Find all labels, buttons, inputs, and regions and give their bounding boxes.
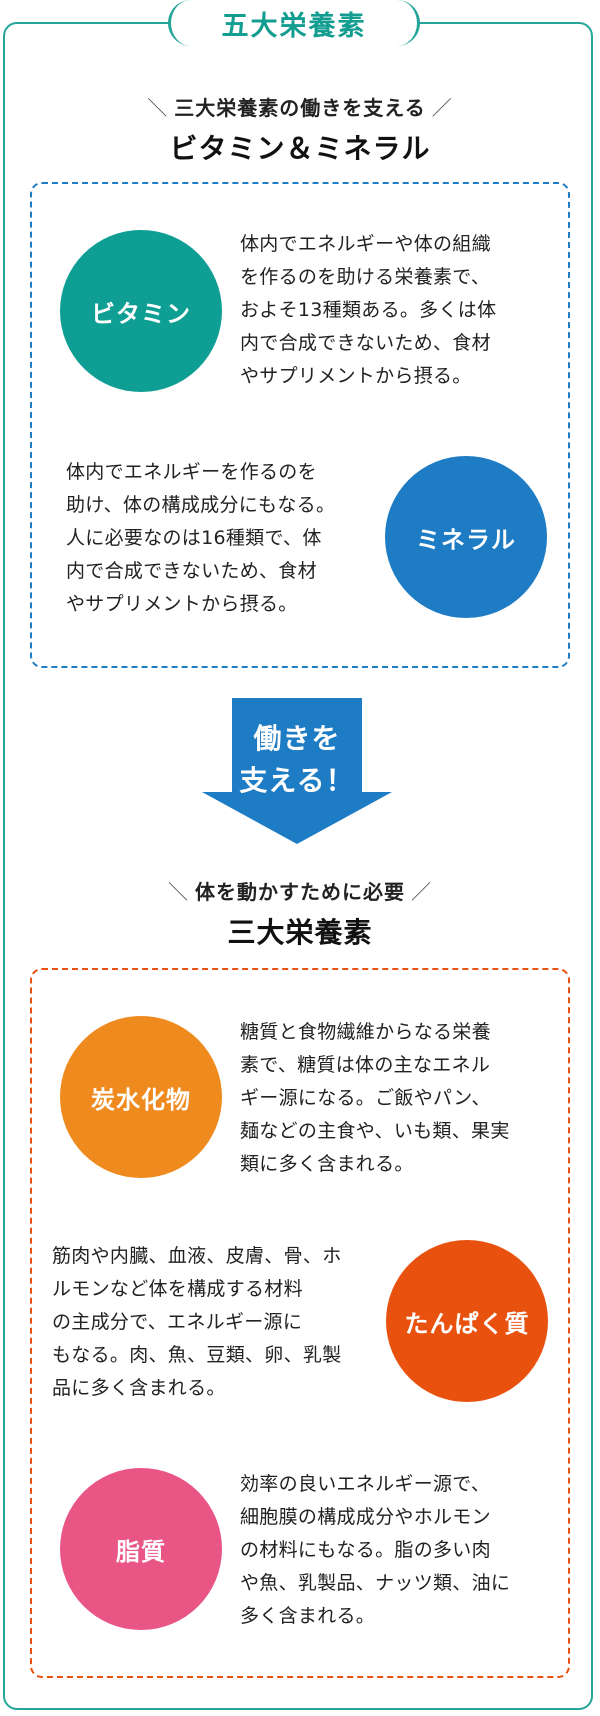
fat-line: 多く含まれる。 [240,1605,376,1627]
protein-line: 筋肉や内臓、血液、皮膚、骨、ホ [52,1245,342,1267]
vitamin-line: やサプリメントから摂る。 [240,365,472,387]
section2-subtitle: 体を動かすために必要 [195,880,405,904]
mineral-label: ミネラル [416,525,516,554]
carbohydrate-line: 素で、糖質は体の主なエネル [240,1054,491,1076]
slash-left-icon: ＼ [168,880,189,904]
carbohydrate-label: 炭水化物 [91,1085,191,1114]
protein-line: ルモンなど体を構成する材料 [52,1278,303,1300]
carbohydrate-description: 糖質と食物繊維からなる栄養 素で、糖質は体の主なエネル ギー源になる。ご飯やパン… [240,1016,510,1181]
vitamin-circle: ビタミン [60,230,222,392]
arrow-label-line1: 働きを [253,722,341,755]
vitamin-line: およそ13種類ある。多くは体 [240,299,497,321]
protein-description: 筋肉や内臓、血液、皮膚、骨、ホ ルモンなど体を構成する材料 の主成分で、エネルギ… [52,1240,342,1405]
vitamin-label: ビタミン [91,299,191,328]
section2-title: 三大栄養素 [227,916,373,949]
mineral-circle: ミネラル [385,456,547,618]
carbohydrate-line: 糖質と食物繊維からなる栄養 [240,1021,491,1043]
mineral-line: やサプリメントから摂る。 [66,593,298,615]
fat-line: や魚、乳製品、ナッツ類、油に [240,1572,511,1594]
carbohydrate-line: ギー源になる。ご飯やパン、 [240,1087,491,1109]
mineral-line: 人に必要なのは16種類で、体 [66,527,322,549]
section1-subtitle: 三大栄養素の働きを支える [174,96,426,120]
protein-label: たんぱく質 [404,1309,530,1338]
fat-line: の材料にもなる。脂の多い肉 [240,1539,491,1561]
protein-line: もなる。肉、魚、豆類、卵、乳製 [52,1344,342,1366]
mineral-line: 助け、体の構成成分にもなる。 [66,494,336,516]
macronutrient-box [30,968,570,1678]
section1-title: ビタミン＆ミネラル [169,132,431,165]
vitamin-line: 内で合成できないため、食材 [240,332,491,354]
carbohydrate-line: 類に多く含まれる。 [240,1153,414,1175]
protein-line: の主成分で、エネルギー源に [52,1311,303,1333]
slash-left-icon: ＼ [147,96,169,120]
section1-subtitle-row: ＼三大栄養素の働きを支える／ [0,92,600,121]
vitamin-line: 体内でエネルギーや体の組織 [240,233,491,255]
slash-right-icon: ／ [411,880,432,904]
mineral-line: 体内でエネルギーを作るのを [66,461,317,483]
mineral-description: 体内でエネルギーを作るのを 助け、体の構成成分にもなる。 人に必要なのは16種類… [66,456,335,621]
slash-right-icon: ／ [431,96,453,120]
arrow-label: 働きを 支える！ [202,718,392,802]
section2-heading: ＼体を動かすために必要／ 三大栄養素 [0,876,600,951]
arrow-label-line2: 支える！ [239,764,355,797]
protein-line: 品に多く含まれる。 [52,1377,226,1399]
fat-circle: 脂質 [60,1468,222,1630]
vitamin-line: を作るのを助ける栄養素で、 [240,266,491,288]
down-arrow-icon [202,698,392,844]
mineral-line: 内で合成できないため、食材 [66,560,317,582]
section2-subtitle-row: ＼体を動かすために必要／ [0,876,600,905]
fat-description: 効率の良いエネルギー源で、 細胞膜の構成成分やホルモン の材料にもなる。脂の多い… [240,1468,510,1633]
fat-line: 効率の良いエネルギー源で、 [240,1473,491,1495]
carbohydrate-circle: 炭水化物 [60,1016,222,1178]
fat-line: 細胞膜の構成成分やホルモン [240,1506,491,1528]
vitamin-description: 体内でエネルギーや体の組織 を作るのを助ける栄養素で、 およそ13種類ある。多く… [240,228,496,393]
section1-heading: ＼三大栄養素の働きを支える／ ビタミン＆ミネラル [0,92,600,167]
page-title: 五大栄養素 [221,10,367,42]
fat-label: 脂質 [116,1537,166,1566]
carbohydrate-line: 麺などの主食や、いも類、果実 [240,1120,510,1142]
title-badge: 五大栄養素 [168,0,420,46]
protein-circle: たんぱく質 [386,1240,548,1402]
vitamin-mineral-box [30,182,570,668]
